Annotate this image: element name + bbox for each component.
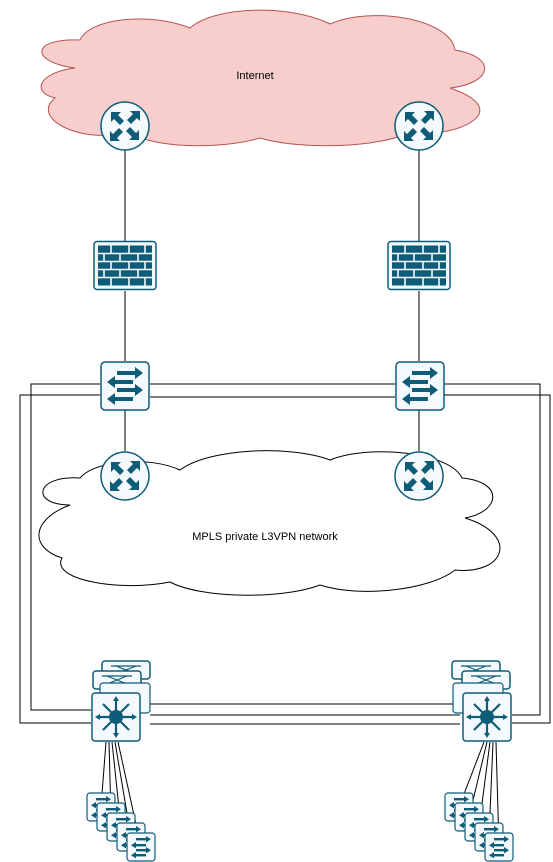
mpls-cloud <box>38 450 501 596</box>
access-switch-icon[interactable] <box>484 832 514 862</box>
access-switch-icon[interactable] <box>126 832 156 862</box>
switch-right-icon[interactable] <box>395 361 445 411</box>
core-switch-right[interactable] <box>451 660 512 742</box>
access-switches-left <box>86 792 156 862</box>
core-switch-left[interactable] <box>91 660 151 742</box>
mpls-router-right-icon[interactable] <box>394 451 444 501</box>
firewall-left-icon[interactable] <box>93 240 157 291</box>
access-switches-right <box>444 792 514 862</box>
ring-links <box>19 383 551 725</box>
switch-left-icon[interactable] <box>100 361 150 411</box>
firewall-right-icon[interactable] <box>387 240 451 291</box>
edge-router-left-icon[interactable] <box>100 101 150 151</box>
uplink-lines <box>124 150 420 451</box>
mpls-label: MPLS private L3VPN network <box>192 531 338 543</box>
internet-label: Internet <box>236 70 273 82</box>
mpls-router-left-icon[interactable] <box>100 451 150 501</box>
edge-router-right-icon[interactable] <box>394 101 444 151</box>
core-switch-left-icon <box>91 692 141 742</box>
core-switch-right-icon <box>462 692 512 742</box>
